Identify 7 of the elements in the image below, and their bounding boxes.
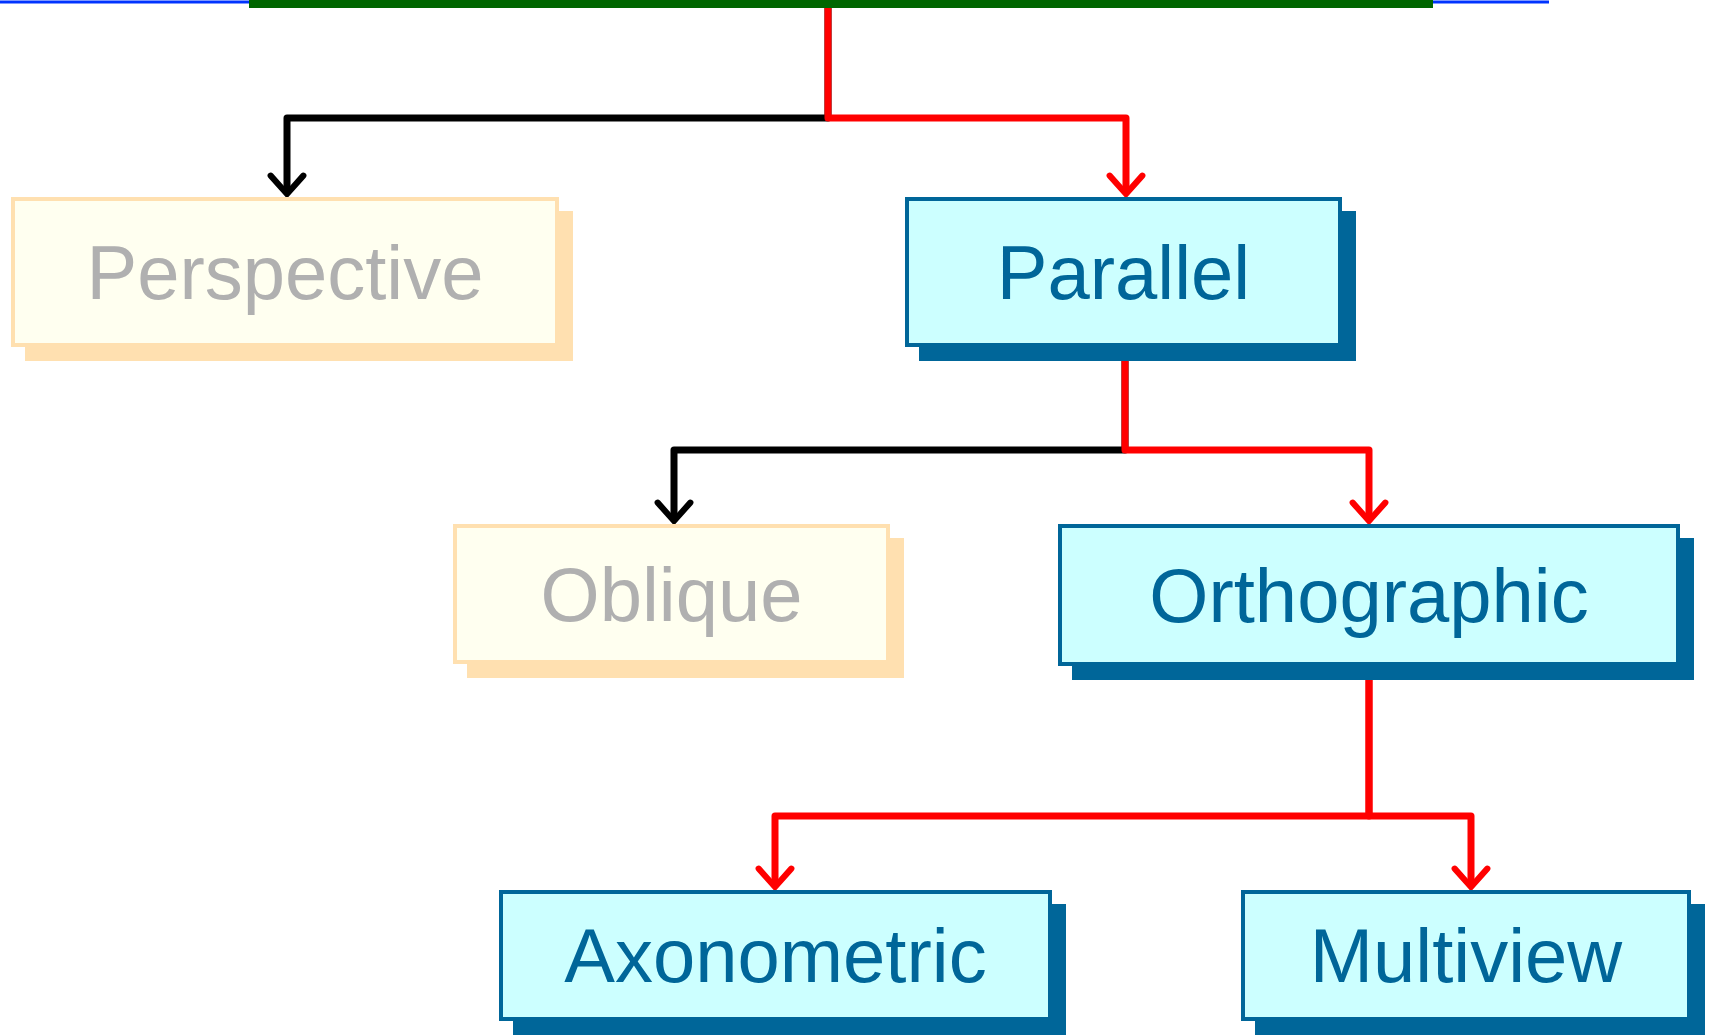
- box-label: Axonometric: [564, 912, 987, 999]
- header-bar: [249, 0, 1433, 8]
- box-label: Oblique: [540, 550, 803, 638]
- box-label: Orthographic: [1149, 551, 1589, 639]
- box-label: Parallel: [996, 228, 1251, 316]
- box-label: Perspective: [86, 228, 484, 316]
- box-label: Multiview: [1309, 912, 1623, 999]
